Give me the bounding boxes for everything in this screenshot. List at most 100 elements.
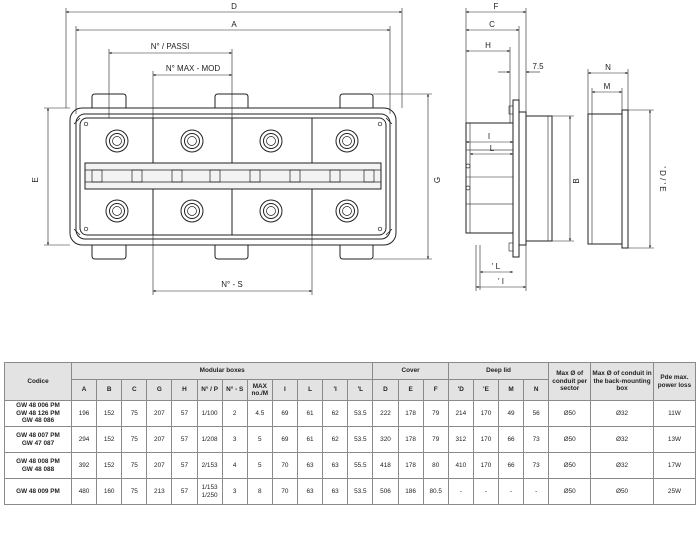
table-cell: 53.5 <box>347 426 374 453</box>
column-header: E <box>397 379 424 401</box>
dim-I-prime: ' I <box>498 277 504 286</box>
column-header: D <box>372 379 399 401</box>
table-cell: 62 <box>322 426 349 453</box>
table-cell: 418 <box>372 452 399 479</box>
deep-lid-dimensions <box>587 69 654 249</box>
dim-D-E-prime: ' D / ' E <box>658 166 667 191</box>
dim-G: G <box>433 177 442 183</box>
column-header: N <box>523 379 550 401</box>
table-cell: 53.5 <box>347 400 374 427</box>
table-cell: 1/208 <box>196 426 223 453</box>
table-cell: 75 <box>121 452 148 479</box>
table-cell: 152 <box>96 452 123 479</box>
dim-I: I <box>488 132 490 141</box>
table-cell: 160 <box>96 478 123 505</box>
table-cell: 70 <box>271 478 298 505</box>
table-cell: 63 <box>322 452 349 479</box>
front-view <box>69 93 397 260</box>
table-cell: - <box>497 478 525 505</box>
table-cell: 3 <box>221 478 248 505</box>
table-cell: 186 <box>397 478 424 505</box>
table-cell: 312 <box>447 426 474 453</box>
table-cell: Ø32 <box>590 452 654 479</box>
side-view <box>465 99 553 258</box>
table-cell: Ø50 <box>548 452 592 479</box>
table-cell: 170 <box>472 452 500 479</box>
table-cell: 57 <box>171 426 198 453</box>
table-cell: 294 <box>70 426 98 453</box>
dim-B: B <box>572 178 581 183</box>
table-cell: 207 <box>146 426 173 453</box>
dim-maxmod: N° MAX - MOD <box>166 64 221 73</box>
table-cell: 75 <box>121 400 148 427</box>
table-cell: 66 <box>497 452 525 479</box>
dim-M: M <box>604 82 611 91</box>
dim-E: E <box>31 177 40 182</box>
table-cell: 178 <box>397 400 424 427</box>
table-cell: 222 <box>372 400 399 427</box>
table-cell: 73 <box>523 452 550 479</box>
dim-passi: N° / PASSI <box>151 42 190 51</box>
table-cell: 25W <box>652 478 697 505</box>
table-cell: 69 <box>271 426 298 453</box>
table-cell: 57 <box>171 452 198 479</box>
specs-table: Codice Modular boxes Cover Deep lid Max … <box>4 362 697 505</box>
column-header: 'E <box>472 379 500 401</box>
table-cell: 79 <box>422 426 449 453</box>
table-cell: 170 <box>472 400 500 427</box>
specs-table-wrapper: Codice Modular boxes Cover Deep lid Max … <box>4 362 697 505</box>
table-cell: 80 <box>422 452 449 479</box>
column-header: 'D <box>447 379 474 401</box>
table-cell: 63 <box>296 452 324 479</box>
table-cell: 2/153 <box>196 452 223 479</box>
column-header: N° - S <box>221 379 248 401</box>
table-cell: 8 <box>246 478 273 505</box>
column-header: L <box>296 379 324 401</box>
dim-D: D <box>231 2 237 11</box>
header-cover: Cover <box>372 362 449 380</box>
side-dimensions <box>465 8 574 291</box>
column-header: G <box>146 379 173 401</box>
table-cell: 70 <box>271 452 298 479</box>
table-cell: 17W <box>652 452 697 479</box>
table-cell: 178 <box>397 452 424 479</box>
header-modular-boxes: Modular boxes <box>70 362 374 380</box>
table-cell: 152 <box>96 426 123 453</box>
table-cell: 80.5 <box>422 478 449 505</box>
table-cell: 55.5 <box>347 452 374 479</box>
table-cell: 410 <box>447 452 474 479</box>
table-cell: 75 <box>121 478 148 505</box>
header-max-conduit: Max Ø of conduit per sector <box>548 362 592 401</box>
dim-L-prime: ' L <box>492 262 501 271</box>
table-cell: Ø50 <box>548 478 592 505</box>
table-cell: Ø50 <box>548 426 592 453</box>
dim-C: C <box>489 20 495 29</box>
dim-H: H <box>485 41 491 50</box>
header-codice: Codice <box>4 362 72 401</box>
table-cell: 13W <box>652 426 697 453</box>
header-power-loss: Pde max. power loss <box>652 362 697 401</box>
table-cell: Ø32 <box>590 400 654 427</box>
table-cell: 66 <box>497 426 525 453</box>
column-header: H <box>171 379 198 401</box>
table-cell: 53.5 <box>347 478 374 505</box>
column-header: B <box>96 379 123 401</box>
table-cell: 170 <box>472 426 500 453</box>
table-cell: Ø32 <box>590 426 654 453</box>
table-cell: 4 <box>221 452 248 479</box>
table-cell: 320 <box>372 426 399 453</box>
table-cell: 75 <box>121 426 148 453</box>
table-cell: 4.5 <box>246 400 273 427</box>
table-cell: 506 <box>372 478 399 505</box>
table-cell: 1/100 <box>196 400 223 427</box>
table-cell: 61 <box>296 400 324 427</box>
table-cell: 207 <box>146 400 173 427</box>
